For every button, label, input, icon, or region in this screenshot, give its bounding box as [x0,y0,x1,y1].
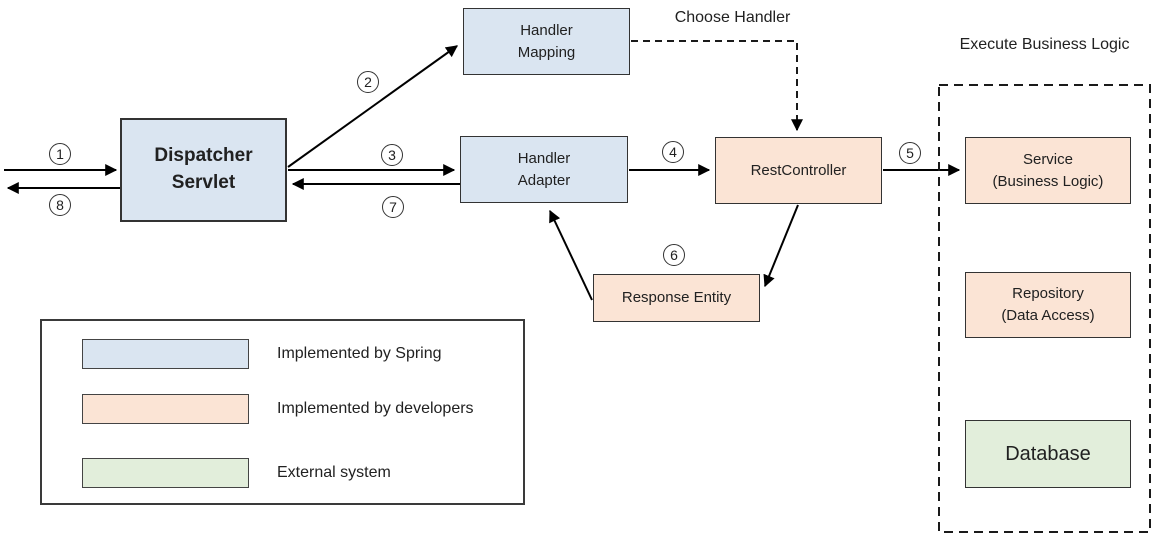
flow-step-5: 5 [899,142,921,164]
handler-mapping-box: Handler Mapping [463,8,630,75]
execute-business-logic-label: Execute Business Logic [959,36,1130,53]
flow-step-1: 1 [49,143,71,165]
handler-adapter-box: Handler Adapter [460,136,628,203]
legend-label-external: External system [277,464,391,481]
flow-step-2: 2 [357,71,379,93]
legend-label-developers: Implemented by developers [277,400,474,417]
legend-label-spring: Implemented by Spring [277,345,442,362]
arrow-step-2-to-handler-mapping [287,45,458,168]
legend-item-developers: Implemented by developers [82,394,474,424]
flow-step-7: 7 [382,196,404,218]
response-entity-box: Response Entity [593,274,760,322]
arrow-response-entity-to-handler-adapter [549,209,593,301]
legend-swatch-developers [82,394,249,424]
legend-swatch-external [82,458,249,488]
arrow-rest-controller-to-response-entity [763,204,799,288]
service-box: Service (Business Logic) [965,137,1131,204]
flow-step-6: 6 [663,244,685,266]
rest-controller-box: RestController [715,137,882,204]
arrow-choose-handler-dashed [631,40,803,132]
flow-step-4: 4 [662,141,684,163]
legend-item-external: External system [82,458,391,488]
choose-handler-label: Choose Handler [674,9,791,26]
repository-box: Repository (Data Access) [965,272,1131,338]
legend-item-spring: Implemented by Spring [82,339,442,369]
execute-business-logic-container-border [938,84,1151,533]
flow-step-8: 8 [49,194,71,216]
flow-step-3: 3 [381,144,403,166]
legend-box: Implemented by Spring Implemented by dev… [40,319,525,505]
dispatcher-servlet-box: Dispatcher Servlet [120,118,287,222]
legend-swatch-spring [82,339,249,369]
database-box: Database [965,420,1131,488]
